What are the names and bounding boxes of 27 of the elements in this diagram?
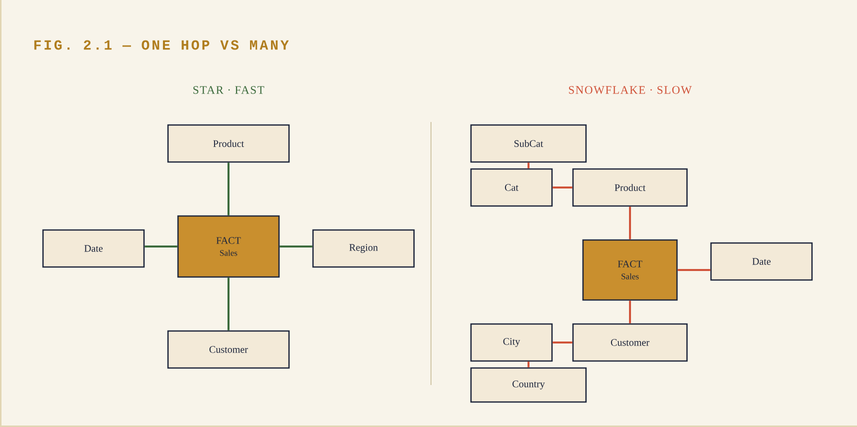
fact-table-box: FACT Sales bbox=[177, 215, 280, 278]
connector-line bbox=[144, 246, 178, 248]
connector-line bbox=[228, 278, 230, 330]
table-box: City bbox=[470, 323, 553, 362]
table-box: Date bbox=[710, 242, 813, 281]
connector-line bbox=[552, 342, 572, 344]
table-box: Country bbox=[470, 367, 587, 403]
connector-line bbox=[280, 246, 312, 248]
table-box: Customer bbox=[167, 330, 290, 369]
section-heading: STAR · FAST bbox=[193, 86, 264, 94]
figure-title: FIG. 2.1 — ONE HOP VS MANY bbox=[34, 40, 289, 50]
connector-line bbox=[629, 300, 631, 324]
fact-table-box: FACT Sales bbox=[582, 239, 678, 301]
table-box: Date bbox=[42, 229, 145, 268]
table-box: Cat bbox=[470, 168, 553, 207]
table-box: Product bbox=[572, 168, 688, 207]
connector-line bbox=[552, 186, 572, 188]
table-box: Region bbox=[312, 229, 415, 268]
connector-line bbox=[228, 162, 230, 216]
connector-line bbox=[629, 206, 631, 240]
table-box: Product bbox=[167, 124, 290, 163]
connector-line bbox=[528, 362, 530, 368]
table-box: SubCat bbox=[470, 124, 587, 163]
table-box: Customer bbox=[572, 323, 688, 362]
section-heading: SNOWFLAKE · SLOW bbox=[569, 86, 692, 94]
connector-line bbox=[528, 162, 530, 168]
connector-line bbox=[678, 269, 710, 271]
